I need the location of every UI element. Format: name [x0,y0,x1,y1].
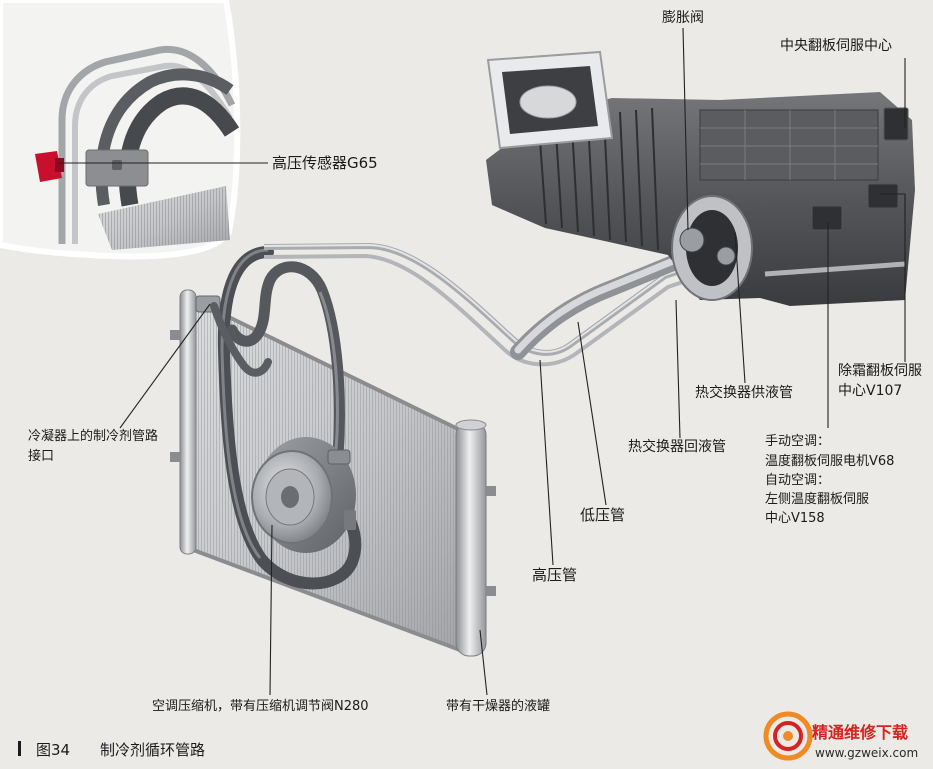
watermark-logo-outer-ring [763,711,813,761]
high-pressure-pipe-shine [263,243,706,353]
ac-compressor [251,437,356,553]
hvac-rib [635,109,643,247]
watermark-logo-icon [763,711,813,761]
defrost-flap-servo [867,183,899,209]
leader-line-low-pressure [577,321,607,506]
receiver-drier-body [455,421,487,657]
hose-inner-loop-highlight [318,291,339,451]
watermark-brand: 精通维修下载 [812,723,908,742]
condenser-top-rail [193,298,461,432]
leader-line-expansion-valve [682,27,689,231]
label-temp-flap-line1: 手动空调： [765,434,830,449]
watermark-logo-core [783,731,793,741]
hvac-evaporator-housing [486,50,915,306]
hvac-rib [619,111,627,243]
receiver-drier-tank [455,419,496,657]
caption-figure-number: 图34 [36,741,70,759]
leader-line-receiver-drier [479,629,488,696]
watermark: 精通维修下载 www.gzweix.com [763,711,918,761]
condenser-left-header [179,289,197,555]
leader-line-defrost-servo [880,193,906,362]
receiver-drier-bracket [486,486,496,496]
expansion-valve [679,227,705,253]
label-temp-flap-line4: 左侧温度翻板伺服 [765,491,869,507]
figure-caption: 图34 制冷剂循环管路 [18,741,205,759]
refrigerant-hoses [210,246,362,590]
blower-wheel [519,85,577,119]
leader-line-hx-supply [734,231,746,384]
sensor-connector [55,158,64,172]
watermark-url: www.gzweix.com [815,746,918,760]
hvac-lower-pipes [764,261,906,277]
label-expansion-valve: 膨胀阀 [662,9,704,26]
hvac-rib [651,107,659,251]
label-hx-supply: 热交换器供液管 [695,384,793,401]
label-temp-flap-line2: 温度翻板伺服电机V68 [765,453,894,469]
leader-line-condenser-port [119,303,211,429]
leader-line-compressor [269,524,273,696]
label-condenser-port-line1: 冷凝器上的制冷剂管路 [28,428,158,444]
hvac-rib [571,125,579,233]
labels: 膨胀阀 中央翻板伺服中心 高压传感器G65 冷凝器上的制冷剂管路 接口 除霜翻板… [28,9,922,714]
watermark-logo-inner-ring [773,721,803,751]
low-pressure-pipe-shine [514,244,709,354]
leader-lines [58,27,906,696]
label-defrost-servo-line2: 中心V107 [838,383,902,399]
hose-condenser-link [210,302,272,377]
central-flap-servo [883,107,909,141]
condenser-mount-tab [170,452,181,462]
hx-supply-pipe [263,253,713,367]
hose-inner-loop [226,261,345,462]
condenser-bottom-rail [187,546,461,652]
label-defrost-servo-line1: 除霜翻板伺服 [838,363,922,379]
sensor-detail-inset [0,0,241,260]
evaporator-port-recess [686,210,738,286]
caption-title: 制冷剂循环管路 [100,741,205,759]
compressor-port-fitting [327,449,351,465]
label-hx-return: 热交换器回液管 [628,438,726,455]
heater-core-section [699,109,879,181]
label-high-pressure: 高压管 [532,566,577,584]
label-central-flap-servo: 中央翻板伺服中心 [780,38,892,54]
label-temp-flap-line3: 自动空调： [765,473,830,488]
leader-line-hx-return [675,299,681,439]
condenser-mount-tab [170,330,181,340]
evaporator-fitting [716,246,736,266]
hose-outer-loop-highlight [220,248,269,559]
label-low-pressure: 低压管 [580,506,625,524]
inset-condenser-fins [98,186,230,250]
label-condenser-port-line2: 接口 [28,448,54,464]
metal-pipes [263,242,713,367]
compressor-control-valve [344,510,356,530]
label-compressor: 空调压缩机，带有压缩机调节阀N280 [152,698,369,714]
compressor-hub [281,486,299,508]
label-high-pressure-sensor: 高压传感器G65 [272,154,378,172]
inset-bracket-bolt [112,160,122,170]
hvac-rib [539,139,547,225]
heater-core-grid [700,110,878,180]
temperature-flap-servo [811,205,843,231]
receiver-drier-cap [455,419,487,431]
caption-bar [18,741,21,756]
label-receiver-drier: 带有干燥器的液罐 [446,698,550,714]
inset-pipe-inner [72,62,233,244]
receiver-drier-bracket [486,586,496,596]
leader-line-high-pressure [539,359,554,566]
hvac-rib [555,131,563,229]
label-temp-flap-line5: 中心V158 [765,511,825,526]
